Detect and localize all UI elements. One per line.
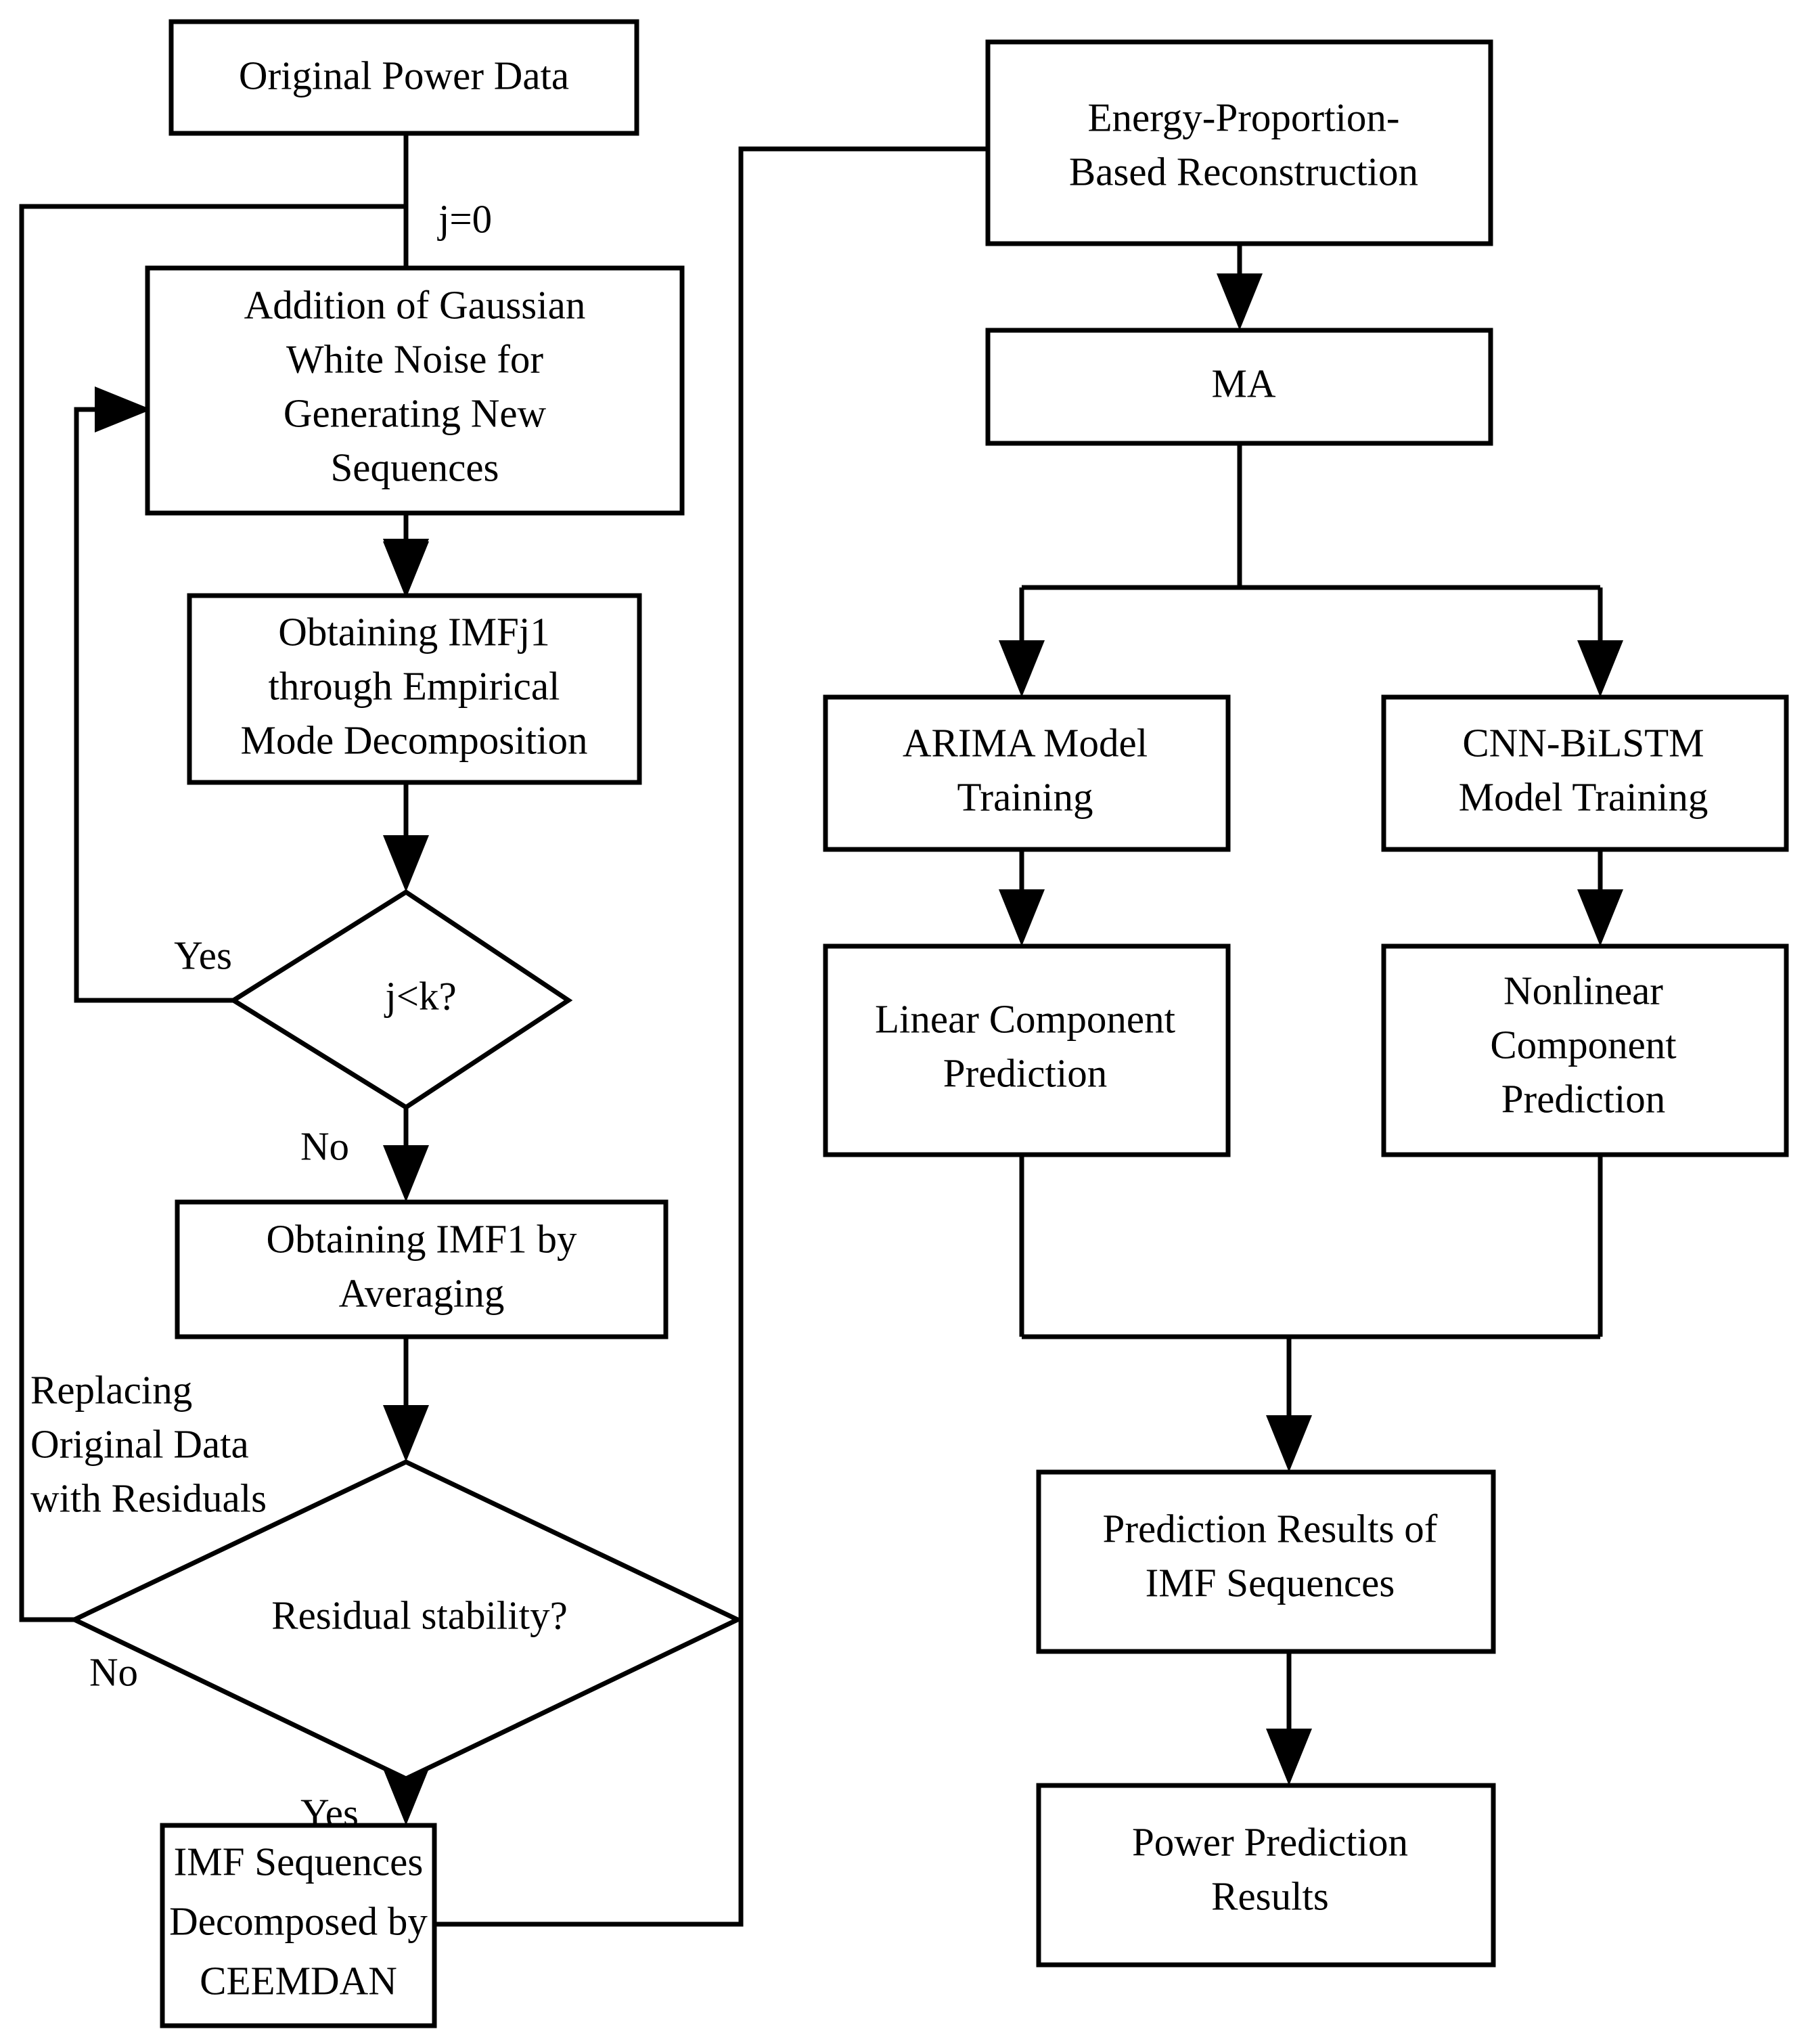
node-cnn-bilstm-model-training-label: CNN-BiLSTM bbox=[1462, 721, 1704, 765]
arrowhead-imfj1-to-jk bbox=[383, 835, 429, 892]
arrowhead-imf-results-to-power bbox=[1266, 1729, 1312, 1785]
edge-label-residual-yes: Yes bbox=[300, 1791, 359, 1836]
node-nonlinear-component-prediction-label: Nonlinear bbox=[1503, 969, 1663, 1013]
node-original-power-data-label: Original Power Data bbox=[239, 53, 569, 98]
arrowhead-energy-to-ma bbox=[1217, 273, 1263, 330]
node-linear-component-prediction-label: Linear Component bbox=[875, 997, 1176, 1042]
edge-label-replacing-residuals-2: Original Data bbox=[30, 1422, 249, 1467]
node-imf-sequences-ceemdan[interactable] bbox=[160, 1823, 437, 2028]
arrowhead-merge-to-imf-results bbox=[1266, 1415, 1312, 1472]
node-imf1-averaging-label: Obtaining IMF1 by bbox=[267, 1217, 577, 1262]
node-imf-sequences-ceemdan-label-2: Decomposed by bbox=[169, 1899, 428, 1944]
node-nonlinear-component-prediction-label-3: Prediction bbox=[1501, 1077, 1666, 1121]
node-residual-stability[interactable] bbox=[68, 1459, 744, 1781]
edge-label-replacing-residuals-3: with Residuals bbox=[30, 1476, 267, 1521]
node-gaussian-noise-label-3: Generating New bbox=[284, 391, 547, 436]
node-energy-proportion-reconstruction-label-2: Based Reconstruction bbox=[1069, 150, 1418, 194]
node-nonlinear-component-prediction-label-2: Component bbox=[1490, 1023, 1677, 1067]
node-imf1-averaging-label-2: Averaging bbox=[339, 1271, 505, 1316]
connector-imfseq-to-energy bbox=[434, 146, 988, 1927]
node-imfj1-emd-label-3: Mode Decomposition bbox=[241, 718, 588, 763]
arrowhead-ma-to-cnn bbox=[1577, 640, 1623, 697]
node-ma-label: MA bbox=[1211, 361, 1275, 406]
node-gaussian-noise[interactable] bbox=[145, 265, 685, 516]
node-imfj1-emd-label-2: through Empirical bbox=[269, 664, 560, 709]
node-gaussian-noise-label-4: Sequences bbox=[330, 445, 499, 490]
node-gaussian-noise-label-2: White Noise for bbox=[286, 337, 543, 382]
arrowhead-imf1-to-residual bbox=[383, 1405, 429, 1462]
arrowhead-jk-yes-loop bbox=[95, 386, 152, 432]
node-imf1-averaging[interactable] bbox=[175, 1199, 669, 1339]
node-linear-component-prediction[interactable] bbox=[823, 943, 1231, 1157]
edge-label-residual-no: No bbox=[89, 1650, 138, 1695]
node-gaussian-noise-label: Addition of Gaussian bbox=[244, 283, 586, 328]
edge-label-jk-yes: Yes bbox=[174, 933, 232, 978]
node-original-power-data[interactable] bbox=[168, 19, 639, 136]
node-prediction-results-imf-label: Prediction Results of bbox=[1103, 1507, 1438, 1551]
node-imf-sequences-ceemdan-label-3: CEEMDAN bbox=[200, 1959, 397, 2003]
node-jk-decision-label: j<k? bbox=[384, 974, 456, 1019]
arrowhead-arima-to-linear bbox=[999, 889, 1045, 946]
node-prediction-results-imf[interactable] bbox=[1036, 1469, 1496, 1654]
node-cnn-bilstm-model-training[interactable] bbox=[1381, 694, 1789, 852]
node-linear-component-prediction-label-2: Prediction bbox=[943, 1051, 1108, 1096]
node-power-prediction-results-label: Power Prediction bbox=[1132, 1820, 1408, 1865]
node-arima-model-training-label-2: Training bbox=[957, 775, 1093, 820]
node-energy-proportion-reconstruction-label: Energy-Proportion- bbox=[1088, 95, 1400, 140]
arrowhead-jk-no-to-imf1 bbox=[383, 1145, 429, 1202]
node-energy-proportion-reconstruction[interactable] bbox=[985, 39, 1493, 246]
arrowhead-cnn-to-nonlinear bbox=[1577, 889, 1623, 946]
edge-label-replacing-residuals: Replacing bbox=[30, 1368, 192, 1413]
node-ma[interactable] bbox=[985, 328, 1493, 446]
node-jk-decision[interactable] bbox=[229, 889, 573, 1111]
arrowhead-ma-to-arima bbox=[999, 640, 1045, 697]
node-arima-model-training[interactable] bbox=[823, 694, 1231, 852]
edge-label-j-init: j=0 bbox=[437, 197, 492, 242]
node-arima-model-training-label: ARIMA Model bbox=[903, 721, 1148, 765]
node-imf-sequences-ceemdan-label: IMF Sequences bbox=[174, 1840, 424, 1884]
arrowhead-gaussian-to-imfj1 bbox=[383, 539, 429, 596]
node-power-prediction-results-label-2: Results bbox=[1211, 1874, 1329, 1919]
node-imfj1-emd-label: Obtaining IMFj1 bbox=[278, 610, 550, 654]
connector-ma-split bbox=[1019, 443, 1603, 678]
connector-merge-to-imf-results bbox=[1019, 1155, 1603, 1453]
edge-label-jk-no: No bbox=[300, 1124, 349, 1169]
node-prediction-results-imf-label-2: IMF Sequences bbox=[1146, 1561, 1395, 1605]
node-power-prediction-results[interactable] bbox=[1036, 1783, 1496, 1968]
node-imfj1-emd[interactable] bbox=[187, 593, 642, 785]
arrowhead-residual-yes-to-imfseq bbox=[383, 1769, 429, 1825]
node-residual-stability-label: Residual stability? bbox=[271, 1593, 568, 1638]
node-cnn-bilstm-model-training-label-2: Model Training bbox=[1459, 775, 1709, 820]
node-nonlinear-component-prediction[interactable] bbox=[1381, 943, 1789, 1157]
